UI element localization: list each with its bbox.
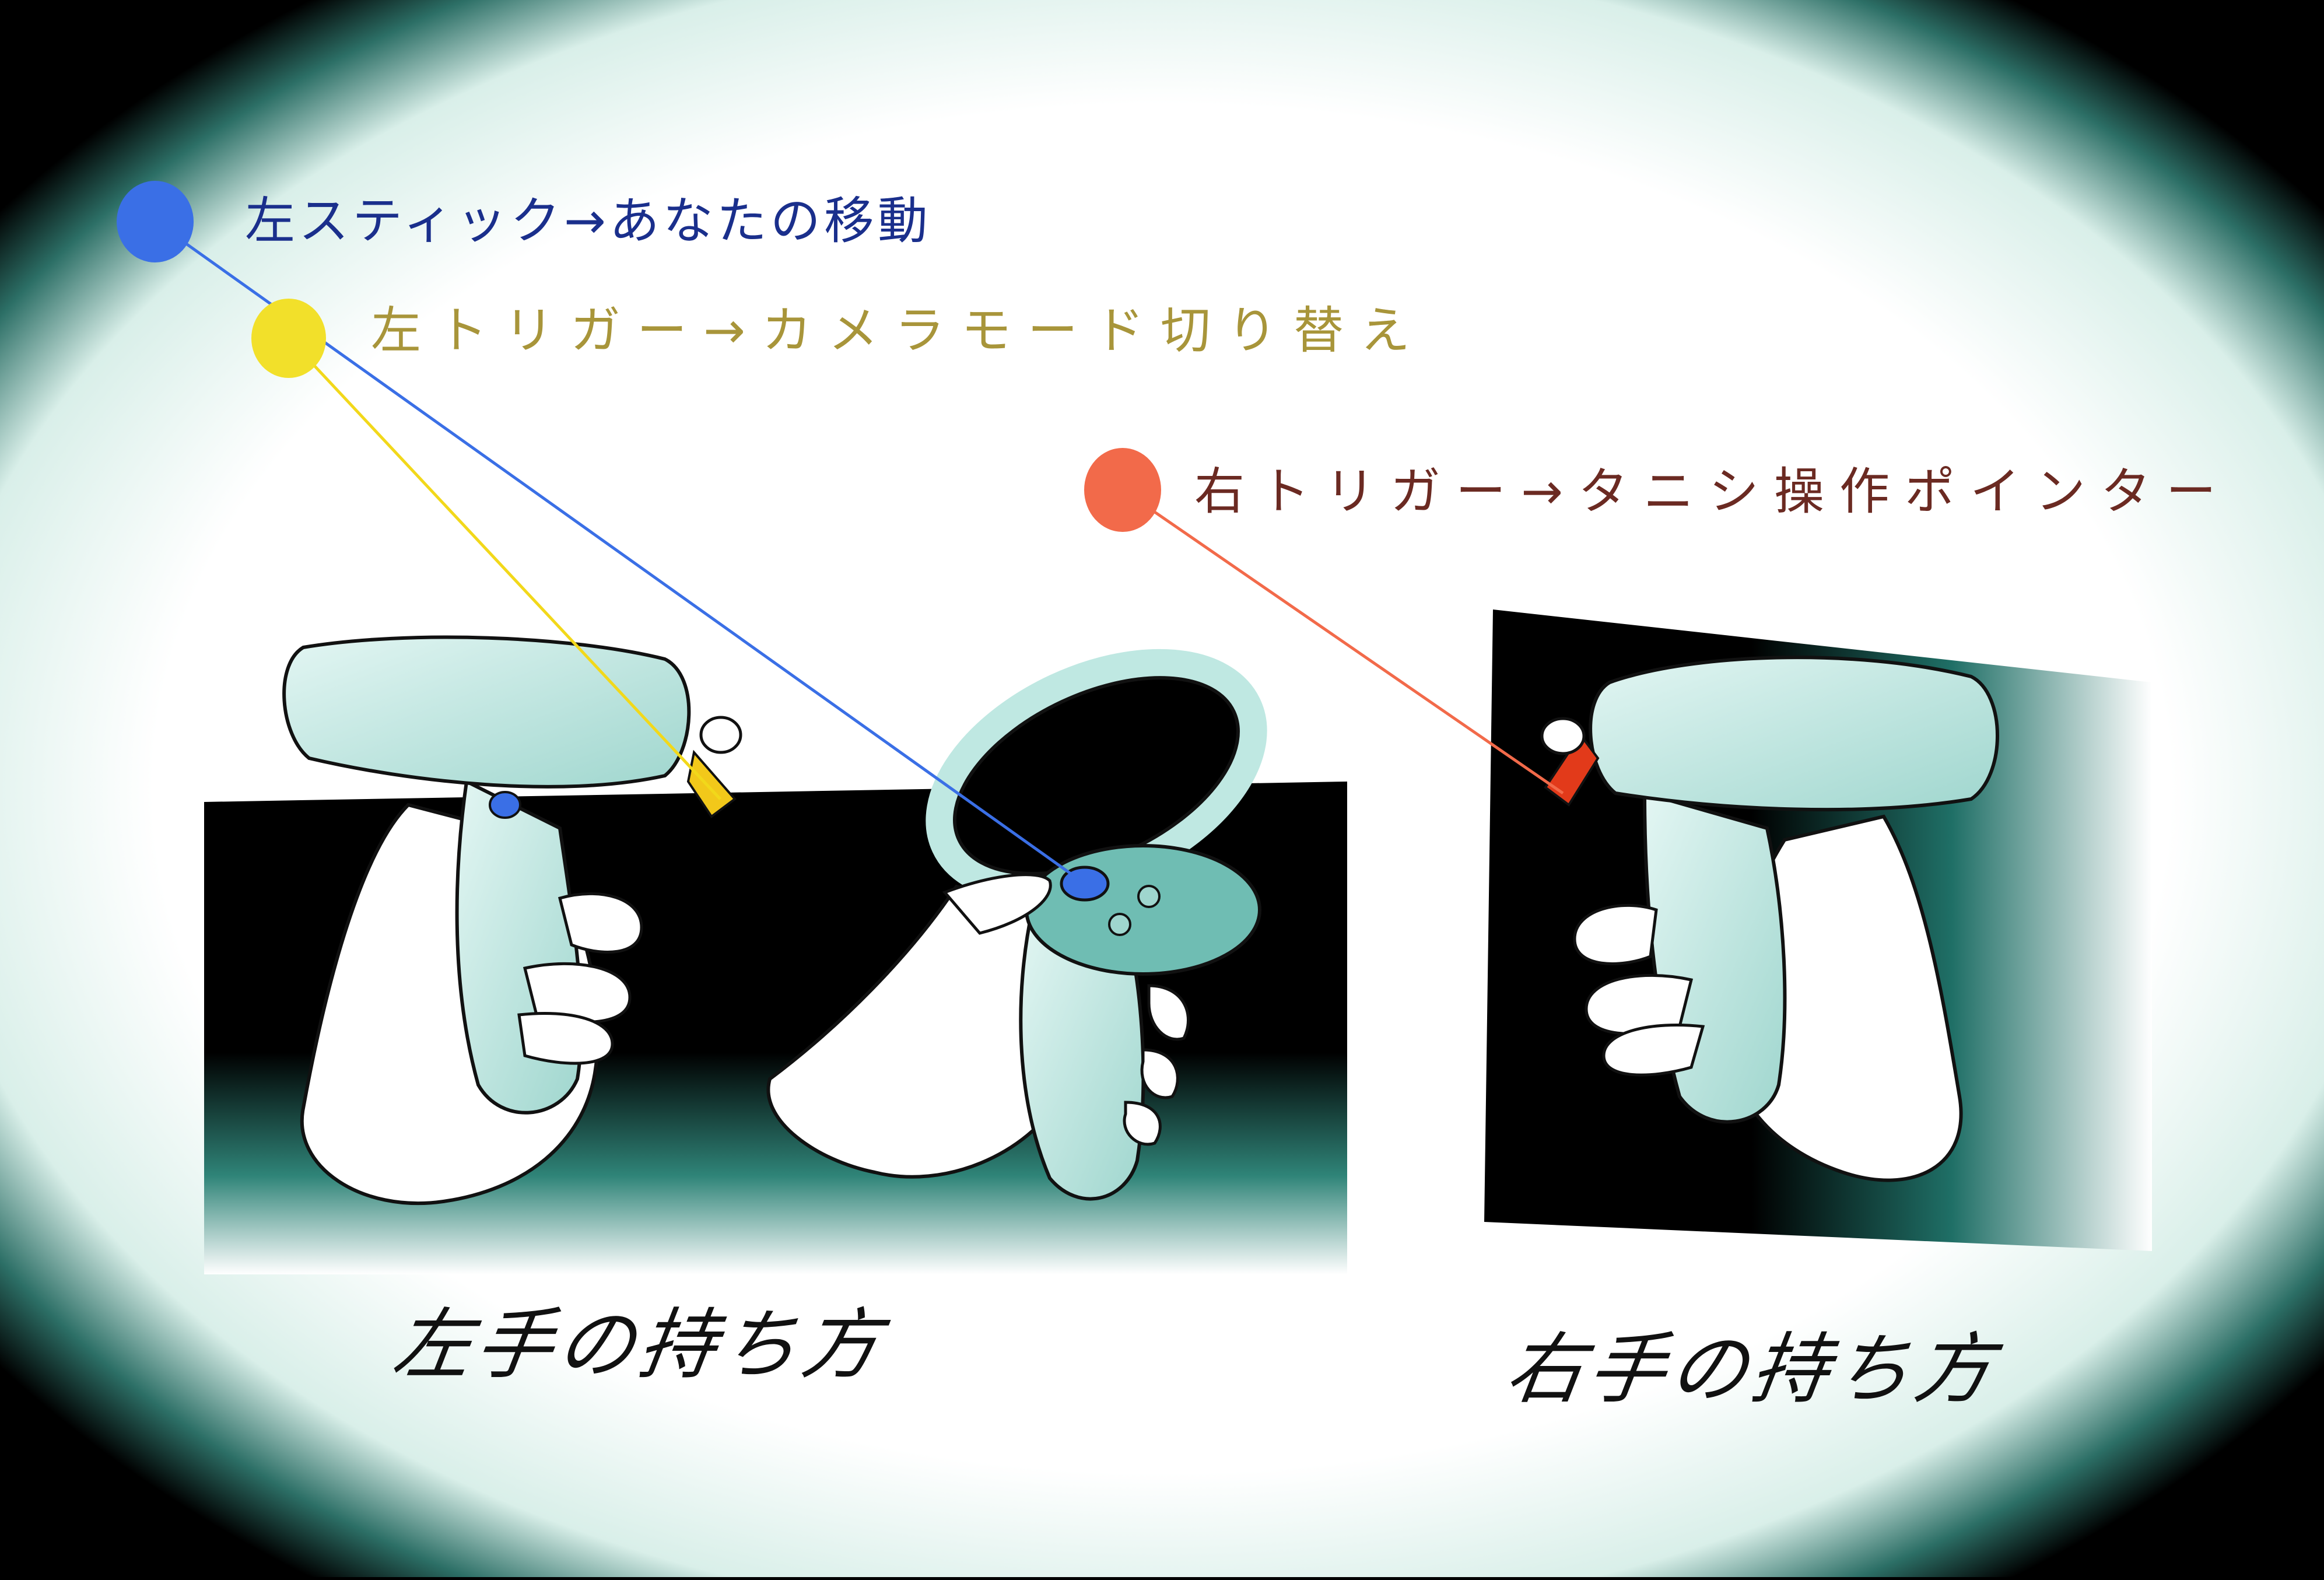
left-stick-label: 左スティック→あなたの移動 <box>245 192 931 250</box>
right-trigger-dot <box>1084 448 1161 532</box>
left-trigger-callout-line <box>288 337 721 800</box>
left-trigger-label: 左トリガー→カメラモード切り替え <box>371 302 1427 360</box>
right-trigger-callout-line <box>1121 488 1564 795</box>
left-trigger-dot <box>251 299 326 378</box>
right-trigger-label: 右トリガー→タニシ操作ポインター <box>1194 463 2232 521</box>
left-stick-dot <box>117 181 194 262</box>
left-hand-side-view <box>282 635 742 1206</box>
right-hand-side-view <box>1540 656 1999 1182</box>
left-hand-top-view <box>766 649 1267 1201</box>
right-hand-caption: 右手の持ち方 <box>1501 1325 2003 1414</box>
left-hand-caption: 左手の持ち方 <box>388 1300 891 1390</box>
